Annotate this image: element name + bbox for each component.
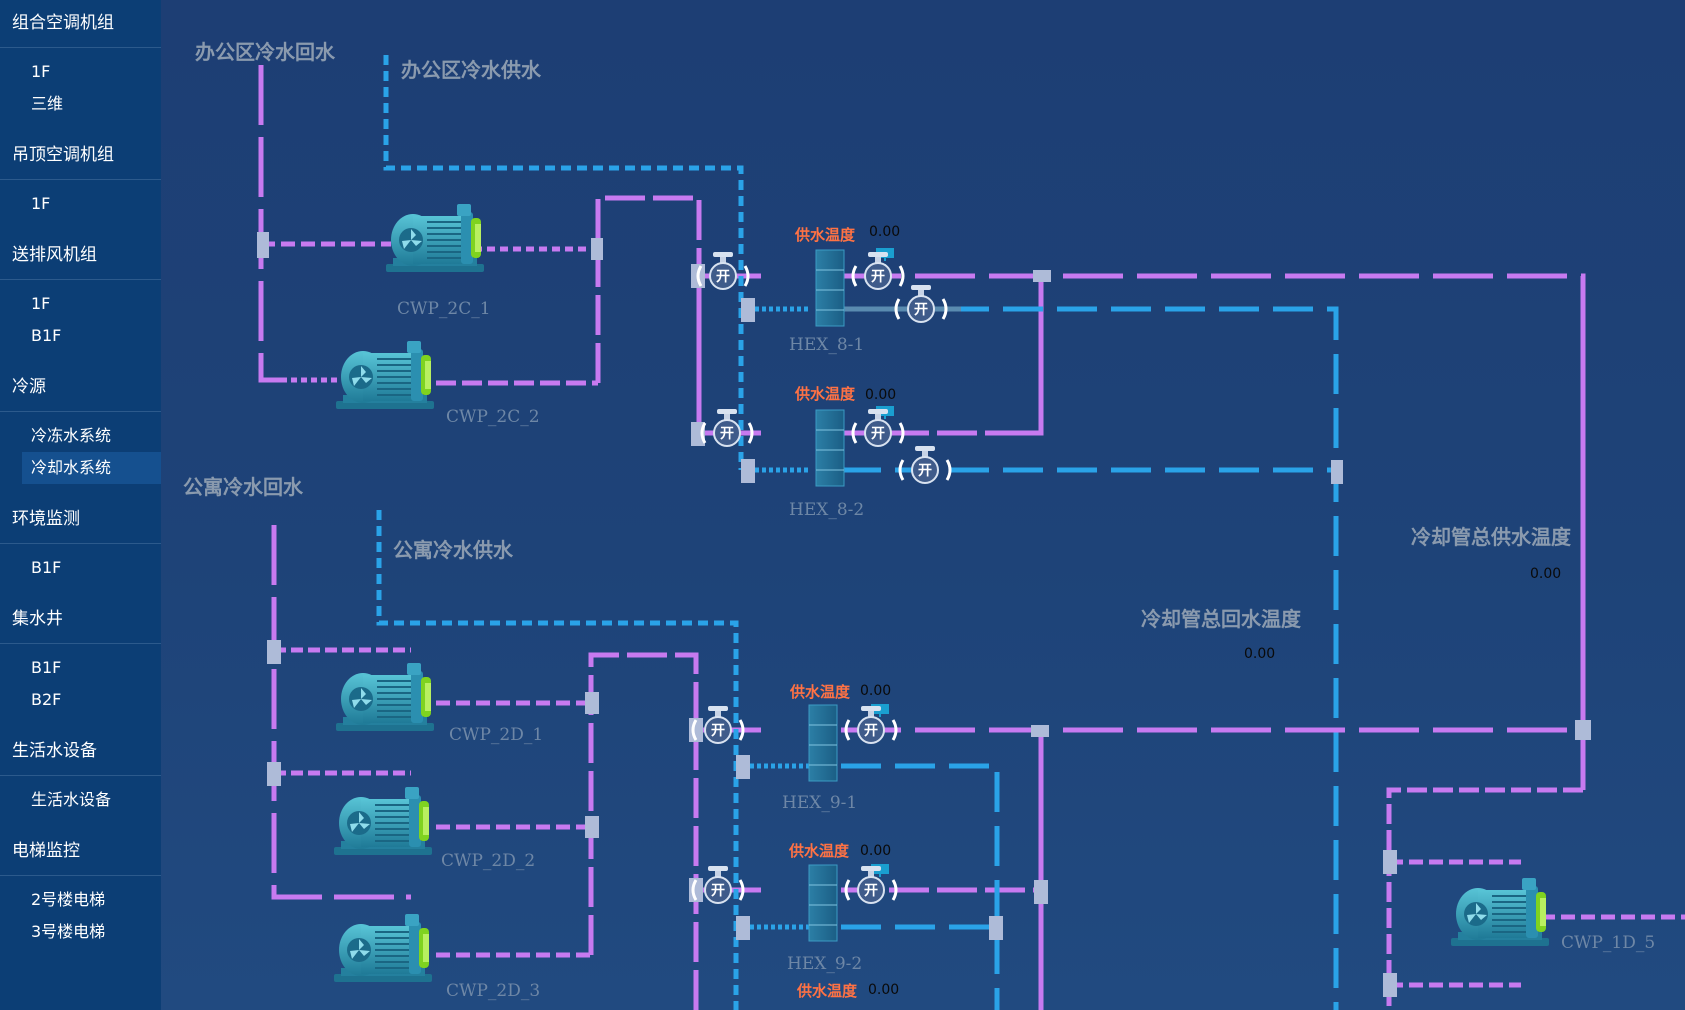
cooling-water-diagram: 办公区冷水回水 办公区冷水供水 公寓冷水回水 公寓冷水供水 冷却管总供水温度 0… — [161, 0, 1685, 1010]
valve-state-label: 开 — [914, 302, 928, 318]
label-office-return: 办公区冷水回水 — [195, 40, 336, 64]
sidebar-item[interactable]: B1F — [31, 658, 62, 677]
temp-value: 0.00 — [868, 982, 899, 998]
valve-state-label: 开 — [918, 463, 932, 479]
sidebar-group-items: 1F — [0, 180, 161, 232]
label-cooling-return-total: 冷却管总回水温度 — [1141, 607, 1302, 631]
sidebar-group-items: B1F B2F — [0, 644, 161, 728]
valve-open[interactable]: 开 — [691, 706, 745, 744]
sidebar-item[interactable]: B2F — [31, 690, 62, 709]
valve-state-label: 开 — [711, 883, 725, 899]
valve-state-label: 开 — [716, 269, 730, 285]
sidebar-item[interactable]: 冷却水系统 — [22, 452, 161, 484]
valve-open[interactable]: 开 — [844, 866, 898, 904]
sidebar-item[interactable]: 冷冻水系统 — [31, 426, 112, 445]
temp-label: 供水温度 — [794, 226, 856, 244]
temp-label: 供水温度 — [788, 842, 850, 860]
sidebar-item[interactable]: 1F — [31, 194, 51, 213]
hex-8-1[interactable]: 供水温度 0.00 HEX_8-1 — [789, 224, 900, 355]
sidebar-group-title[interactable]: 集水井 — [0, 596, 161, 644]
hex-9-2[interactable]: 供水温度 0.00 HEX_9-2 — [787, 842, 891, 974]
temp-value: 0.00 — [865, 387, 896, 403]
hex-label: HEX_8-2 — [789, 500, 864, 520]
hex-8-2[interactable]: 供水温度 0.00 HEX_8-2 — [789, 385, 896, 520]
sidebar-group: 冷源冷冻水系统冷却水系统 — [0, 364, 161, 496]
temp-value: 0.00 — [860, 843, 891, 859]
sidebar-group: 送排风机组 1F B1F — [0, 232, 161, 364]
temp-value: 0.00 — [869, 224, 900, 240]
label-cooling-supply-total: 冷却管总供水温度 — [1411, 525, 1572, 549]
label-apt-return: 公寓冷水回水 — [183, 475, 304, 499]
label-office-supply: 办公区冷水供水 — [401, 58, 542, 82]
temp-label: 供水温度 — [789, 683, 851, 701]
sidebar-group-items: B1F — [0, 544, 161, 596]
hex-9-1[interactable]: 供水温度 0.00 HEX_9-1 — [782, 683, 891, 813]
pump-cwp-1d-5[interactable]: CWP_1D_5 — [1450, 877, 1655, 953]
sidebar-group-title[interactable]: 环境监测 — [0, 496, 161, 544]
valve-state-label: 开 — [871, 426, 885, 442]
sidebar-group-title[interactable]: 送排风机组 — [0, 232, 161, 280]
sidebar-item[interactable]: 三维 — [31, 94, 64, 113]
hex-label: HEX_9-2 — [787, 954, 862, 974]
sidebar-group: 环境监测 B1F — [0, 496, 161, 596]
valve-state-label: 开 — [864, 883, 878, 899]
sidebar-group-items: 1F B1F — [0, 280, 161, 364]
temp-label: 供水温度 — [794, 385, 856, 403]
hex-label: HEX_8-1 — [789, 335, 864, 355]
valve-open[interactable]: 开 — [894, 285, 948, 323]
sidebar-item[interactable]: B1F — [31, 326, 62, 345]
sidebar-group-title[interactable]: 电梯监控 — [0, 828, 161, 876]
pump-label: CWP_2C_1 — [397, 299, 491, 319]
pump-label: CWP_2D_3 — [446, 981, 540, 1001]
sidebar-nav: 组合空调机组 1F 三维吊顶空调机组 1F 送排风机组 1F B1F 冷源冷冻水系统冷却水系统… — [0, 0, 161, 1010]
sidebar-item[interactable]: 生活水设备 — [31, 790, 112, 809]
hex-label: HEX_9-1 — [782, 793, 857, 813]
valve-state-label: 开 — [871, 269, 885, 285]
sidebar-group: 电梯监控 2号楼电梯 3号楼电梯 — [0, 828, 161, 960]
sidebar-group-items: 生活水设备 — [0, 776, 161, 828]
sidebar-item[interactable]: 1F — [31, 294, 51, 313]
sidebar-group-title[interactable]: 冷源 — [0, 364, 161, 412]
valve-open[interactable]: 开 — [691, 866, 745, 904]
value-cooling-return-total: 0.00 — [1244, 646, 1275, 662]
sidebar-group: 集水井 B1F B2F — [0, 596, 161, 728]
pump-cwp-2c-2[interactable]: CWP_2C_2 — [335, 340, 540, 427]
sidebar-group: 生活水设备生活水设备 — [0, 728, 161, 828]
value-cooling-supply-total: 0.00 — [1530, 566, 1561, 582]
sidebar-group: 组合空调机组 1F 三维 — [0, 0, 161, 132]
temp-value: 0.00 — [860, 683, 891, 699]
valve-open[interactable]: 开 — [696, 252, 750, 290]
sidebar-item[interactable]: B1F — [31, 558, 62, 577]
sidebar-item[interactable]: 1F — [31, 62, 51, 81]
pump-label: CWP_2C_2 — [446, 407, 540, 427]
sidebar-group-items: 冷冻水系统冷却水系统 — [0, 412, 161, 496]
bottom-temp: 供水温度 0.00 — [796, 982, 899, 1000]
valve-state-label: 开 — [711, 723, 725, 739]
sidebar-group: 吊顶空调机组 1F — [0, 132, 161, 232]
pump-cwp-2d-1[interactable]: CWP_2D_1 — [335, 662, 543, 745]
sidebar-item[interactable]: 3号楼电梯 — [31, 922, 106, 941]
pump-label: CWP_2D_2 — [441, 851, 535, 871]
label-apt-supply: 公寓冷水供水 — [393, 538, 514, 562]
valve-state-label: 开 — [720, 426, 734, 442]
sidebar-group-items: 1F 三维 — [0, 48, 161, 132]
pump-cwp-2d-3[interactable]: CWP_2D_3 — [333, 913, 540, 1001]
sidebar-group-title[interactable]: 生活水设备 — [0, 728, 161, 776]
valve-open[interactable]: 开 — [851, 409, 905, 447]
pump-label: CWP_2D_1 — [449, 725, 543, 745]
sidebar-group-items: 2号楼电梯 3号楼电梯 — [0, 876, 161, 960]
valve-open[interactable]: 开 — [898, 446, 952, 484]
valve-open[interactable]: 开 — [700, 409, 754, 447]
sidebar-group-title[interactable]: 吊顶空调机组 — [0, 132, 161, 180]
pump-cwp-2c-1[interactable]: CWP_2C_1 — [385, 203, 491, 319]
sidebar-group-title[interactable]: 组合空调机组 — [0, 0, 161, 48]
pump-cwp-2d-2[interactable]: CWP_2D_2 — [333, 786, 535, 871]
pump-label: CWP_1D_5 — [1561, 933, 1655, 953]
valve-state-label: 开 — [864, 723, 878, 739]
valve-open[interactable]: 开 — [844, 706, 898, 744]
sidebar-item[interactable]: 2号楼电梯 — [31, 890, 106, 909]
temp-label: 供水温度 — [796, 982, 858, 1000]
valve-open[interactable]: 开 — [851, 252, 905, 290]
